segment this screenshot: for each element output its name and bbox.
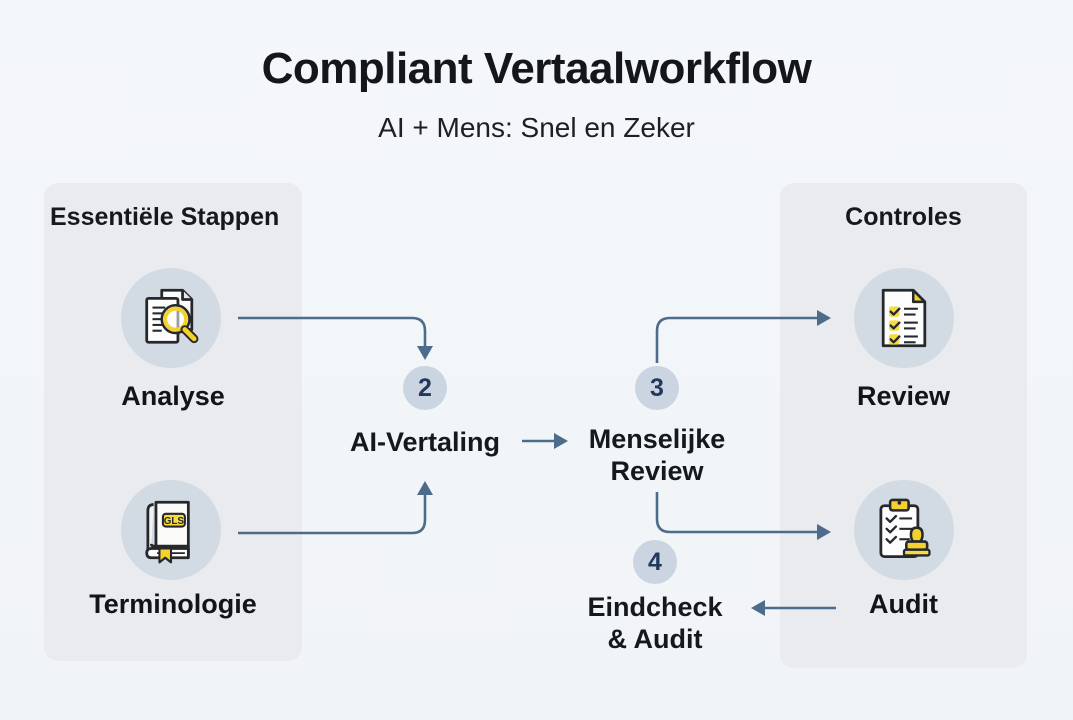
step-label-line: Eindcheck bbox=[587, 592, 723, 622]
step-badge-2: 2 bbox=[403, 366, 447, 410]
step-label-line: AI-Vertaling bbox=[349, 427, 501, 457]
terminologie-icon-circle: GLS bbox=[121, 480, 221, 580]
step-label-ai-vertaling: AI-Vertaling bbox=[350, 426, 500, 458]
step-badge-3: 3 bbox=[635, 366, 679, 410]
page-title: Compliant Vertaalworkflow bbox=[261, 44, 812, 93]
audit-icon-circle bbox=[854, 480, 954, 580]
step-number: 2 bbox=[418, 373, 432, 402]
step-number: 4 bbox=[648, 547, 662, 576]
step-label-menselijke-review: Menselijke Review bbox=[589, 423, 726, 487]
panel-controles: Controles bbox=[780, 183, 1027, 668]
review-label: Review bbox=[856, 381, 951, 411]
checklist-document-icon bbox=[881, 288, 927, 348]
analyse-icon-circle bbox=[121, 268, 221, 368]
clipboard-stamp-icon bbox=[879, 498, 931, 558]
panel-essential-steps-heading: Essentiële Stappen bbox=[50, 203, 280, 231]
terminologie-label: Terminologie bbox=[89, 589, 257, 619]
glossary-book-icon: GLS bbox=[145, 500, 190, 564]
step-number: 3 bbox=[650, 373, 664, 402]
arrowhead-up-icon bbox=[417, 481, 433, 495]
analyse-label: Analyse bbox=[121, 381, 225, 411]
step-badge-4: 4 bbox=[633, 540, 677, 584]
step-label-line: Review bbox=[610, 456, 704, 486]
page-subtitle: AI + Mens: Snel en Zeker bbox=[378, 112, 695, 143]
arrowhead-left-icon bbox=[751, 600, 765, 616]
step-label-line: & Audit bbox=[607, 624, 703, 654]
audit-label: Audit bbox=[869, 589, 938, 619]
panel-essential-steps: Essentiële Stappen Analyse bbox=[44, 183, 302, 661]
gls-badge-text: GLS bbox=[164, 516, 185, 527]
review-icon-circle bbox=[854, 268, 954, 368]
panel-controles-heading: Controles bbox=[845, 203, 962, 231]
arrowhead-right-icon bbox=[554, 433, 568, 449]
step-label-line: Menselijke bbox=[588, 424, 726, 454]
step-label-eindcheck-audit: Eindcheck & Audit bbox=[587, 591, 722, 655]
arrowhead-down-icon bbox=[417, 346, 433, 360]
document-magnifier-icon bbox=[145, 288, 199, 344]
